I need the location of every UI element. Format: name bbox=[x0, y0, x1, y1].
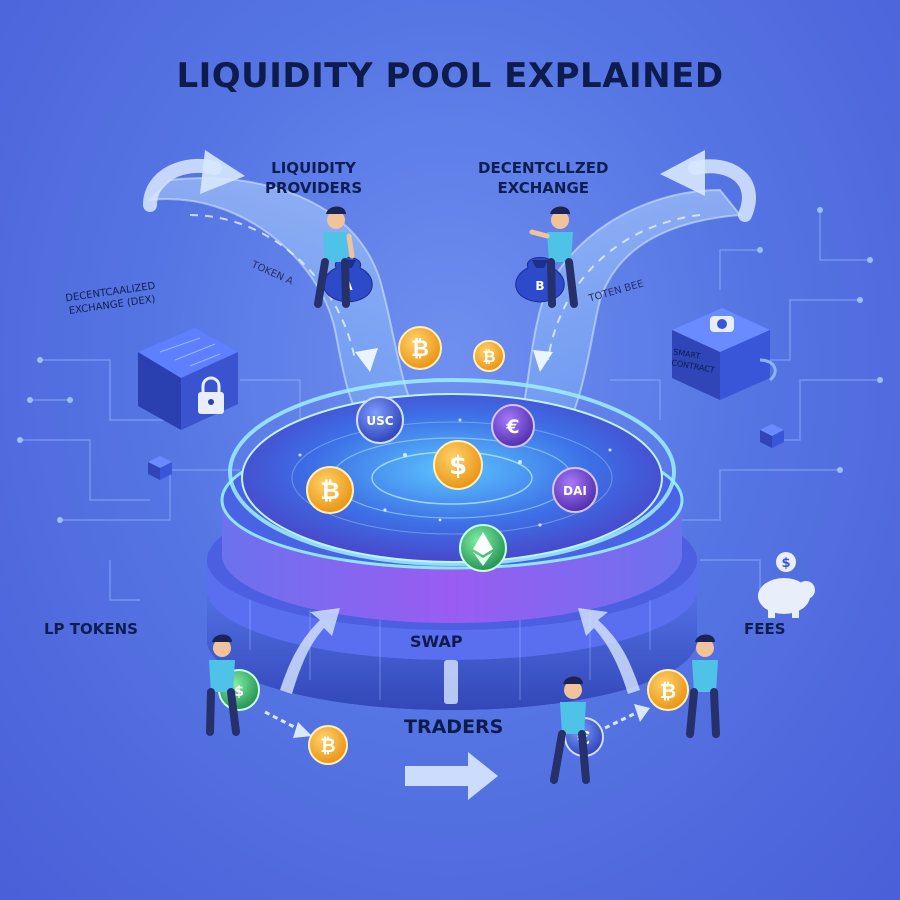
svg-text:USC: USC bbox=[366, 414, 393, 428]
traders-arrow-icon bbox=[405, 752, 498, 800]
trader-person-right bbox=[686, 634, 720, 738]
liquidity-providers-label: LIQUIDITY PROVIDERS bbox=[265, 158, 362, 198]
svg-text:$: $ bbox=[234, 684, 244, 700]
coin-ethereum bbox=[459, 524, 507, 572]
svg-text:₿: ₿ bbox=[482, 347, 495, 366]
decentralized-exchange-line-1: DECENTCLLZED bbox=[478, 159, 609, 177]
right-trader-arrow-icon bbox=[604, 710, 639, 730]
right-trader-arrowhead-icon bbox=[634, 704, 650, 722]
svg-text:$: $ bbox=[781, 556, 790, 571]
lp-trader-arrowhead-icon bbox=[293, 722, 312, 738]
liquidity-provider-person-right bbox=[529, 206, 578, 308]
svg-text:€: € bbox=[505, 416, 519, 438]
coin-bitcoin-bottom: ₿ bbox=[308, 725, 348, 765]
lp-token-person bbox=[206, 634, 240, 736]
swap-arrows bbox=[280, 608, 640, 704]
money-bag-b-icon: B bbox=[515, 257, 565, 303]
coin-bitcoin-trader-right: ₿ bbox=[647, 669, 689, 711]
liquidity-provider-person-left bbox=[314, 206, 355, 308]
top-left-arrow-icon bbox=[143, 150, 245, 212]
svg-text:$: $ bbox=[449, 451, 467, 481]
liquidity-providers-line-1: LIQUIDITY bbox=[271, 159, 356, 177]
coin-euro-purple: € bbox=[491, 404, 535, 448]
coin-dollar: $ bbox=[433, 440, 483, 490]
down-arrow-right-icon bbox=[533, 350, 553, 372]
svg-text:₿: ₿ bbox=[411, 337, 429, 362]
dex-box-icon bbox=[138, 328, 238, 430]
svg-text:B: B bbox=[535, 279, 544, 293]
coin-bitcoin-pool: ₿ bbox=[306, 466, 354, 514]
svg-text:₿: ₿ bbox=[320, 735, 335, 757]
stream-dash-right bbox=[547, 214, 701, 361]
piggy-bank-icon: $ bbox=[758, 552, 815, 618]
coin-dai: DAI bbox=[552, 467, 598, 513]
swap-label: SWAP bbox=[410, 632, 463, 651]
coin-usc: USC bbox=[356, 396, 404, 444]
small-cube-right bbox=[760, 424, 784, 448]
decentralized-exchange-line-2: EXCHANGE bbox=[497, 179, 589, 197]
svg-text:₿: ₿ bbox=[660, 679, 676, 703]
liquidity-providers-line-2: PROVIDERS bbox=[265, 179, 363, 197]
svg-text:DAI: DAI bbox=[563, 484, 587, 498]
coin-bitcoin-top-right: ₿ bbox=[473, 340, 505, 372]
down-arrow-left-icon bbox=[355, 348, 378, 372]
circuit-nodes bbox=[17, 207, 883, 523]
fees-label: FEES bbox=[744, 620, 786, 638]
small-cube-left bbox=[148, 456, 172, 480]
lp-trader-arrow-icon bbox=[264, 710, 301, 732]
stream-dash-left bbox=[189, 214, 356, 361]
circuit-lines bbox=[20, 210, 880, 601]
svg-text:₿: ₿ bbox=[320, 477, 340, 505]
lp-tokens-label: LP TOKENS bbox=[44, 620, 138, 638]
smart-contract-box-icon bbox=[672, 308, 777, 400]
decentralized-exchange-label: DECENTCLLZED EXCHANGE bbox=[478, 158, 608, 198]
trader-person-center bbox=[550, 676, 590, 784]
coin-bitcoin-top-left: ₿ bbox=[398, 326, 442, 370]
top-right-arrow-icon bbox=[660, 150, 756, 222]
page-title: LIQUIDITY POOL EXPLAINED bbox=[176, 56, 724, 96]
sparkles bbox=[298, 418, 612, 527]
traders-label: TRADERS bbox=[404, 716, 504, 738]
